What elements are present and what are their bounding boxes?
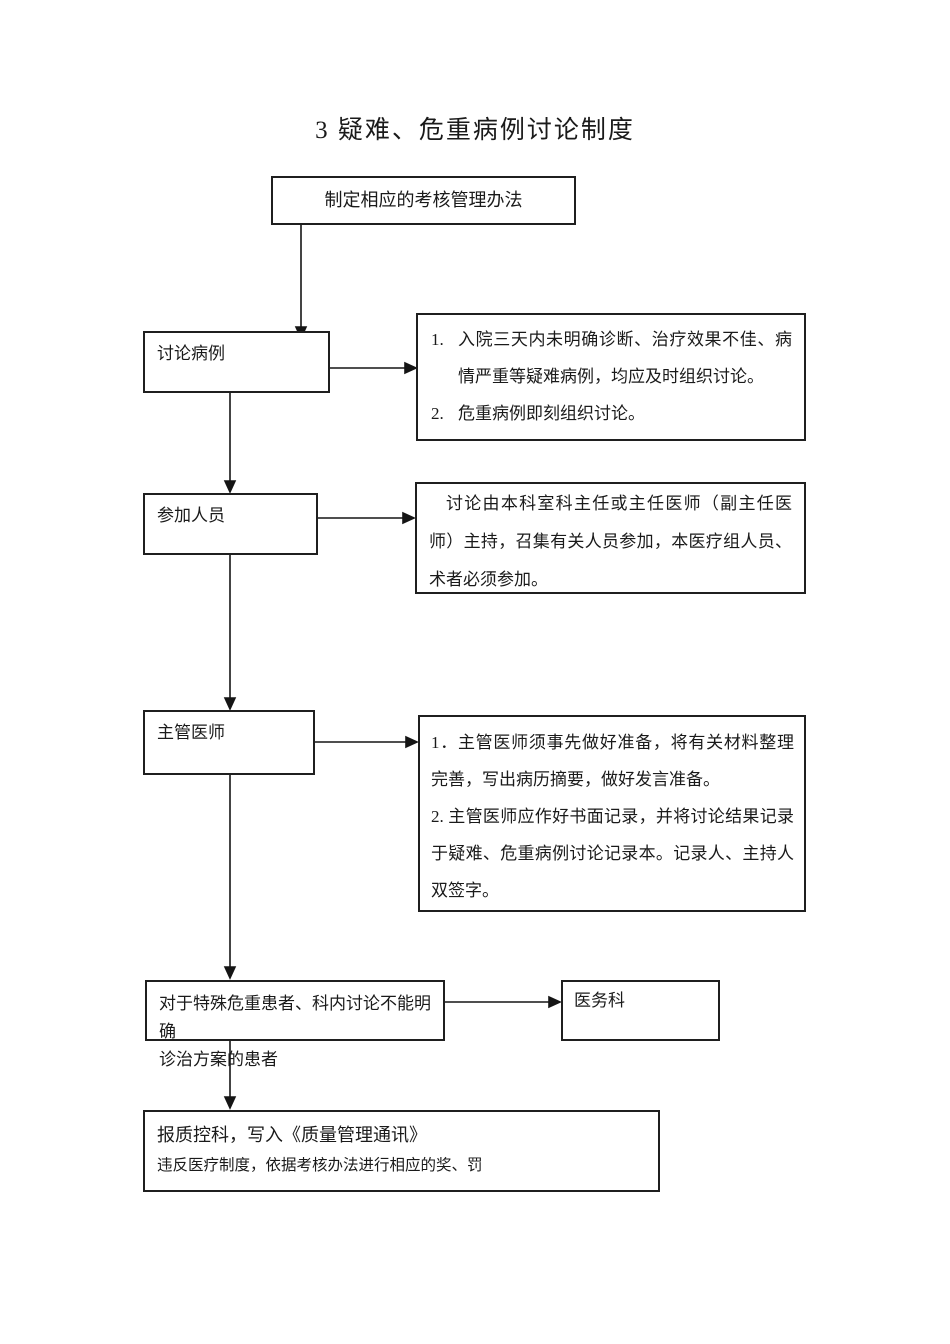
- flow-box-medical-affairs: 医务科: [561, 980, 720, 1041]
- discuss-note-item-number: 2.: [431, 404, 444, 423]
- flow-box-participants-note: 讨论由本科室科主任或主任医师（副主任医师）主持，召集有关人员参加，本医疗组人员、…: [415, 482, 806, 594]
- physician-note-item-text: 1．主管医师须事先做好准备，将有关材料整理完善，写出病历摘要，做好发言准备。: [431, 733, 794, 789]
- discuss-note-item: 2. 危重病例即刻组织讨论。: [431, 395, 792, 432]
- flow-box-medical-affairs-label: 医务科: [574, 991, 625, 1010]
- arrow-special-to-medical-affairs: [445, 995, 562, 1009]
- report-line2: 违反医疗制度，依据考核办法进行相应的奖、罚: [157, 1157, 483, 1174]
- flow-box-discuss-note: 1. 入院三天内未明确诊断、治疗效果不佳、病情严重等疑难病例，均应及时组织讨论。…: [416, 313, 806, 441]
- report-line1: 报质控科，写入《质量管理通讯》: [157, 1125, 427, 1145]
- special-patients-line2: 诊治方案的患者: [159, 1050, 278, 1069]
- arrow-participants-to-note: [318, 511, 416, 525]
- flow-box-discuss-cases-label: 讨论病例: [157, 344, 225, 363]
- physician-note-item-text: 2. 主管医师应作好书面记录，并将讨论结果记录于疑难、危重病例讨论记录本。记录人…: [431, 807, 794, 900]
- discuss-note-item: 1. 入院三天内未明确诊断、治疗效果不佳、病情严重等疑难病例，均应及时组织讨论。: [431, 321, 792, 395]
- discuss-note-item-number: 1.: [431, 330, 444, 349]
- flow-box-plan-label: 制定相应的考核管理办法: [324, 190, 523, 210]
- arrow-discuss-to-participants: [223, 393, 237, 494]
- flow-box-participants-label: 参加人员: [157, 506, 225, 525]
- flow-box-attending-physician-label: 主管医师: [157, 723, 225, 742]
- flow-box-special-patients: 对于特殊危重患者、科内讨论不能明确 诊治方案的患者: [145, 980, 445, 1069]
- page-title: 3 疑难、危重病例讨论制度: [315, 117, 635, 144]
- flow-box-discuss-cases: 讨论病例: [143, 331, 330, 393]
- discuss-note-item-text: 入院三天内未明确诊断、治疗效果不佳、病情严重等疑难病例，均应及时组织讨论。: [458, 330, 792, 386]
- flow-box-attending-physician: 主管医师: [143, 710, 315, 775]
- flow-box-report: 报质控科，写入《质量管理通讯》 违反医疗制度，依据考核办法进行相应的奖、罚: [143, 1110, 660, 1192]
- flow-box-participants: 参加人员: [143, 493, 318, 555]
- arrow-discuss-to-note: [330, 361, 418, 375]
- flow-box-plan: 制定相应的考核管理办法: [271, 176, 576, 225]
- flow-box-physician-note: 1．主管医师须事先做好准备，将有关材料整理完善，写出病历摘要，做好发言准备。 2…: [418, 715, 806, 912]
- discuss-note-item-text: 危重病例即刻组织讨论。: [458, 404, 645, 423]
- arrow-plan-to-discuss: [294, 225, 308, 340]
- participants-note-text: 讨论由本科室科主任或主任医师（副主任医师）主持，召集有关人员参加，本医疗组人员、…: [429, 494, 792, 589]
- arrow-participants-to-physician: [223, 555, 237, 711]
- special-patients-line1: 对于特殊危重患者、科内讨论不能明确: [159, 994, 431, 1041]
- arrow-physician-to-note: [315, 735, 419, 749]
- arrow-physician-to-special: [223, 775, 237, 980]
